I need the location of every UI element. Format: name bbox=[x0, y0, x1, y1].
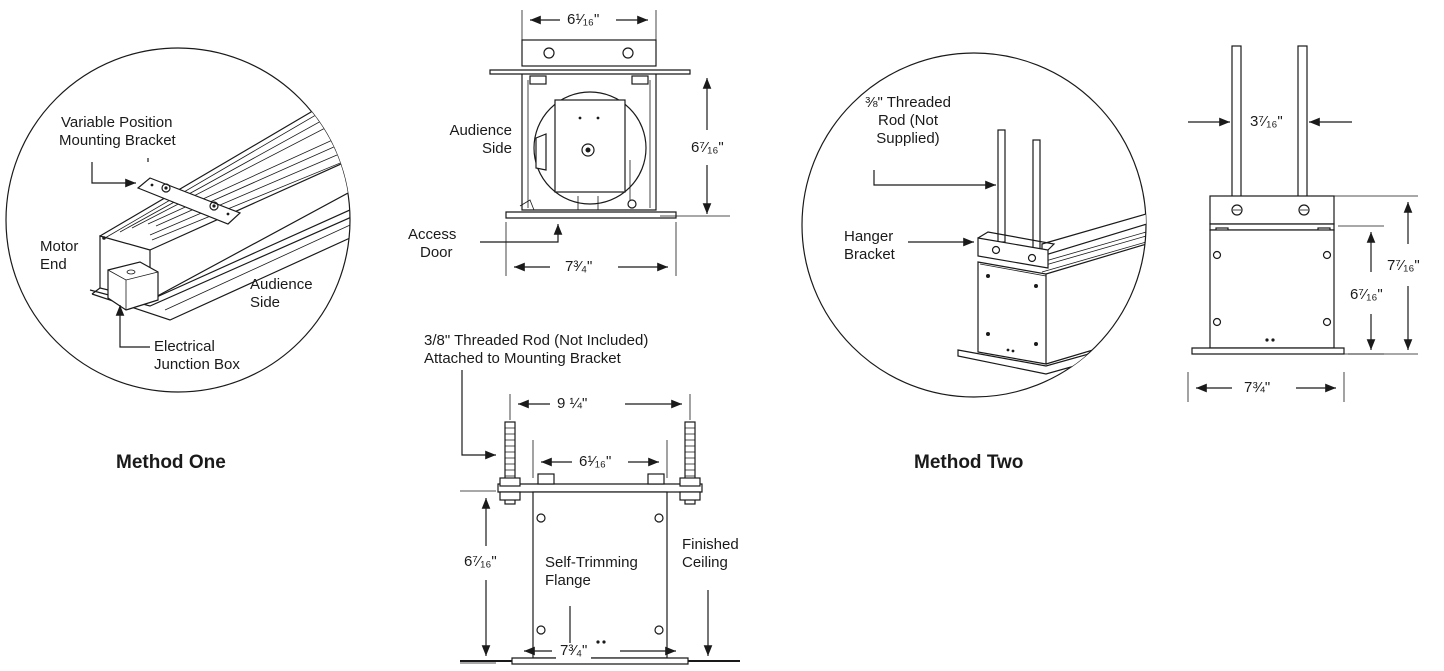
ceiling-label-line2: Ceiling bbox=[682, 554, 728, 571]
top-view-height-dim: 6⁷⁄₁₆" bbox=[687, 140, 728, 156]
method-two-detail bbox=[801, 52, 1147, 398]
access-door-label-line1: Access bbox=[408, 226, 457, 243]
top-view-audience-label-line2: Side bbox=[481, 140, 512, 157]
audience-side-label-line2: Side bbox=[250, 294, 281, 311]
motor-end-label-line1: Motor bbox=[40, 238, 79, 255]
m2-rod-label-line1: ⅜" Threaded bbox=[865, 94, 951, 111]
hanger-bracket-label-line1: Hanger bbox=[844, 228, 894, 245]
right-view-rod-spacing-dim: 3⁷⁄₁₆" bbox=[1246, 114, 1287, 130]
rod-spacing-dim: 9 ¼" bbox=[553, 396, 592, 412]
top-view-audience-label-line1: Audience bbox=[449, 122, 512, 139]
top-view-width-top-dim: 6¹⁄₁₆" bbox=[563, 12, 604, 28]
flange-label-line2: Flange bbox=[545, 572, 591, 589]
bracket-label-line1: Variable Position bbox=[61, 114, 173, 131]
bottom-view-width-bottom-dim: 7³⁄₄" bbox=[556, 643, 592, 659]
junction-box-label-line1: Electrical bbox=[154, 338, 215, 355]
junction-box-label-line2: Junction Box bbox=[154, 356, 240, 373]
top-view-width-bottom-dim: 7³⁄₄" bbox=[561, 259, 597, 275]
m2-rod-label-line3: Supplied) bbox=[876, 130, 940, 147]
method-one-detail bbox=[5, 47, 351, 393]
method-two-circle bbox=[801, 52, 1147, 398]
right-view-outer-height-dim: 7⁷⁄₁₆" bbox=[1383, 258, 1424, 274]
method-two-title: Method Two bbox=[914, 452, 1024, 473]
bottom-view-height-dim: 6⁷⁄₁₆" bbox=[460, 554, 501, 570]
end-view-right bbox=[1187, 45, 1418, 402]
right-view-width-bottom-dim: 7¾" bbox=[1240, 380, 1275, 396]
right-view-inner-height-dim: 6⁷⁄₁₆" bbox=[1346, 287, 1387, 303]
end-view-top bbox=[480, 10, 730, 276]
m2-rod-label-line2: Rod (Not bbox=[877, 112, 939, 129]
audience-side-label-line1: Audience bbox=[250, 276, 313, 293]
motor-end-label-line2: End bbox=[40, 256, 67, 273]
rod-label-line1: 3/8" Threaded Rod (Not Included) bbox=[424, 332, 649, 349]
method-one-title: Method One bbox=[116, 452, 226, 473]
ceiling-label-line1: Finished bbox=[682, 536, 739, 553]
access-door-label-line2: Door bbox=[420, 244, 453, 261]
bracket-label-line2: Mounting Bracket bbox=[59, 132, 176, 149]
method-one-circle bbox=[5, 47, 351, 393]
rod-label-line2: Attached to Mounting Bracket bbox=[424, 350, 621, 367]
bottom-view-width-top-dim: 6¹⁄₁₆" bbox=[575, 454, 616, 470]
flange-label-line1: Self-Trimming bbox=[545, 554, 638, 571]
hanger-bracket-label-line2: Bracket bbox=[844, 246, 895, 263]
end-view-bottom bbox=[460, 370, 740, 668]
